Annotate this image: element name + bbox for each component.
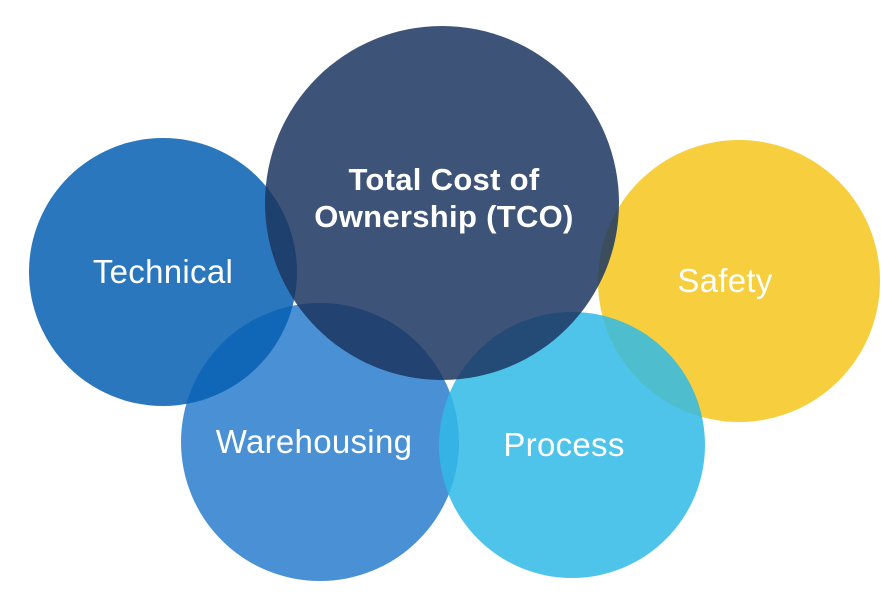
circle-technical-label: Technical	[92, 252, 234, 290]
diagram-title-line2: Ownership (TCO)	[314, 199, 574, 234]
circle-process-label: Process	[503, 425, 625, 463]
circle-total-cost-of-ownership: Total Cost of Ownership (TCO)	[265, 26, 619, 380]
diagram-title-line1: Total Cost of	[348, 162, 540, 197]
circle-safety-label: Safety	[677, 261, 773, 299]
circle-technical: Technical	[29, 138, 297, 406]
diagram-title: Total Cost of Ownership (TCO)	[314, 161, 573, 235]
circle-warehousing-label: Warehousing	[215, 422, 413, 460]
